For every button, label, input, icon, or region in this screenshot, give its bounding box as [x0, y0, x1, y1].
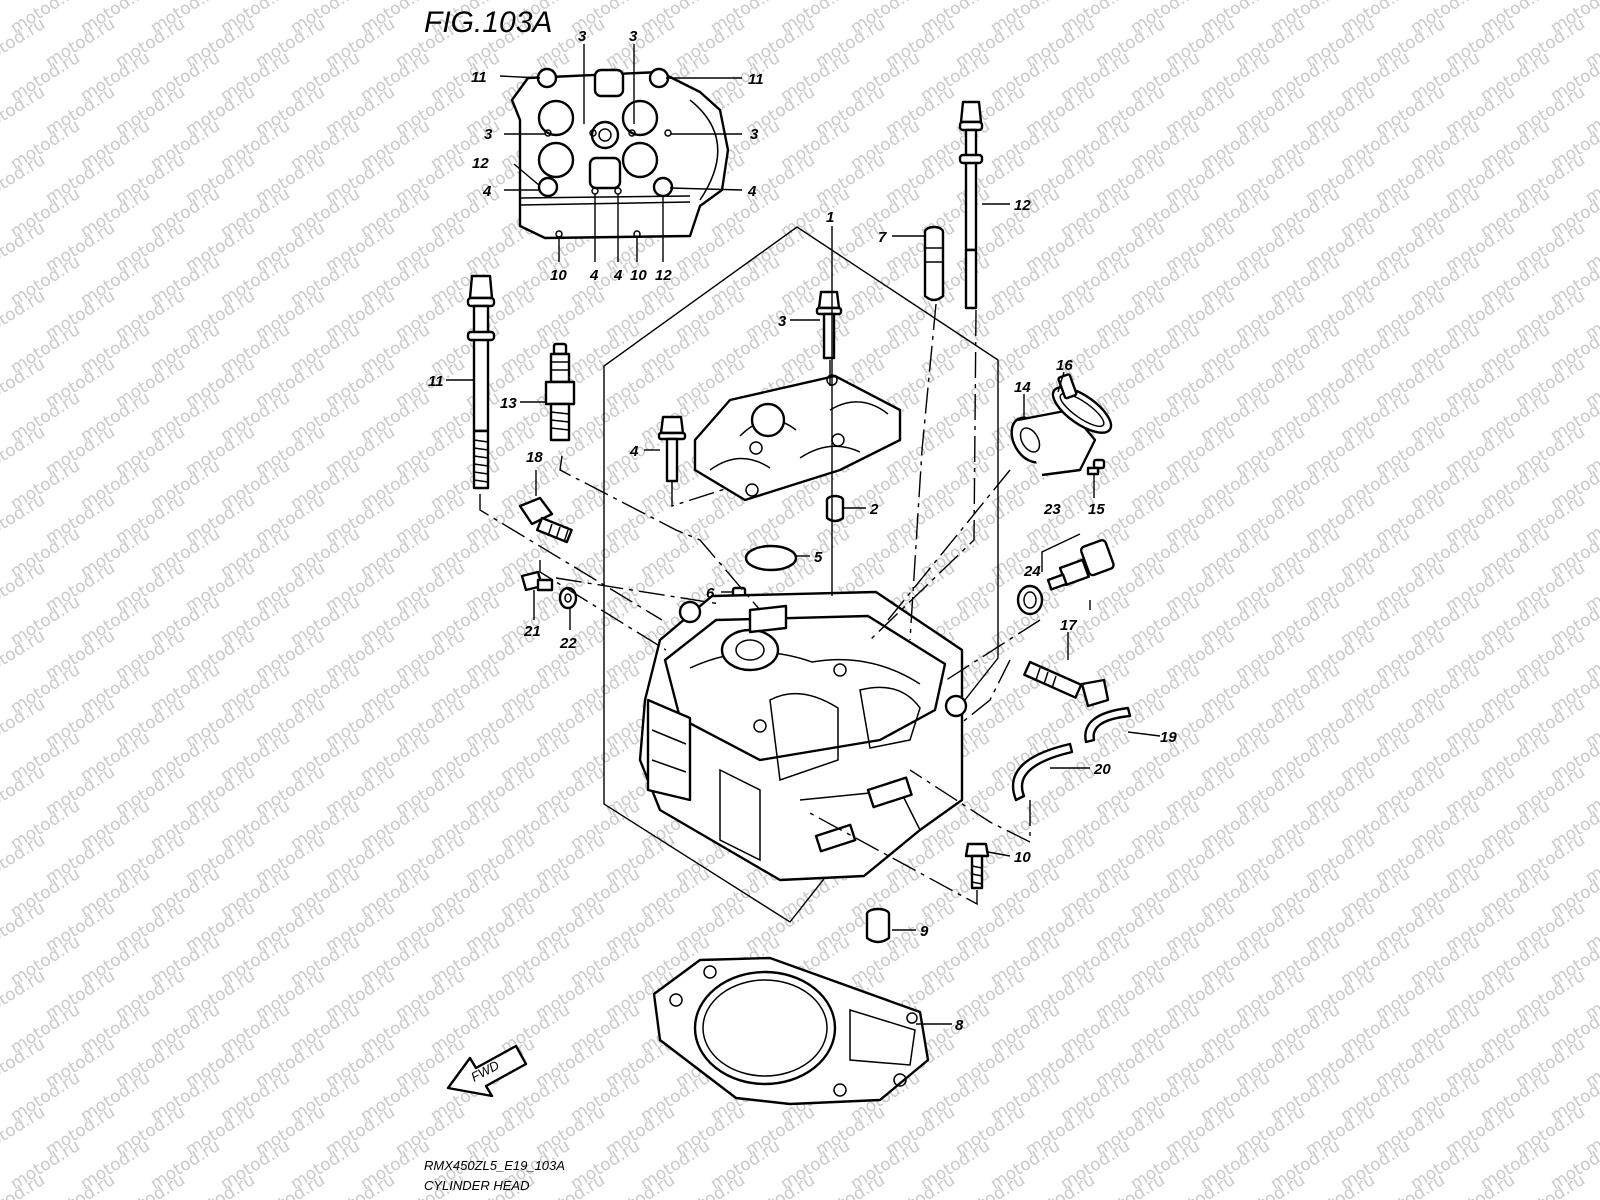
- callout-9: 9: [920, 923, 929, 940]
- o-ring-5: [744, 544, 798, 572]
- inset-callout-4-bottom-a: 4: [589, 267, 599, 284]
- callout-11: 11: [428, 373, 444, 390]
- inset-callout-10-bottom-b: 10: [630, 267, 647, 284]
- washer-22: [558, 586, 578, 610]
- callout-5: 5: [814, 549, 823, 566]
- callout-10: 10: [1014, 849, 1031, 866]
- gasket-24: [1016, 584, 1044, 616]
- callout-14: 14: [1014, 379, 1031, 396]
- inset-top-view: [510, 67, 730, 240]
- inset-callout-3-top-b: 3: [629, 28, 638, 45]
- callout-21: 21: [523, 623, 541, 640]
- figure-caption: CYLINDER HEAD: [424, 1178, 529, 1193]
- camshaft-holder: [693, 374, 902, 502]
- inset-callout-11-left: 11: [471, 69, 487, 86]
- inset-callout-12-left: 12: [472, 155, 489, 172]
- callout-1: 1: [826, 209, 834, 226]
- watermark-text: motod.ru: [1582, 0, 1600, 4]
- callout-3: 3: [778, 313, 787, 330]
- inset-callout-3-left: 3: [484, 126, 493, 143]
- model-code: RMX450ZL5_E19_103A: [424, 1158, 565, 1173]
- callout-4: 4: [629, 443, 639, 460]
- inset-callout-10-bottom-a: 10: [550, 267, 567, 284]
- callout-13: 13: [500, 395, 517, 412]
- callout-18: 18: [526, 449, 543, 466]
- callout-15: 15: [1088, 501, 1105, 518]
- callout-7: 7: [878, 229, 887, 246]
- bolt-21: [520, 570, 554, 592]
- callout-17: 17: [1060, 617, 1077, 634]
- callout-23: 23: [1043, 501, 1061, 518]
- inset-callout-3-top-a: 3: [578, 28, 587, 45]
- dowel-pin-2: [825, 494, 845, 523]
- callout-16: 16: [1056, 357, 1073, 374]
- inset-callout-4-left: 4: [482, 183, 492, 200]
- inset-callout-3-right: 3: [750, 126, 759, 143]
- figure-title: FIG.103A: [424, 6, 552, 39]
- inset-callout-11-right: 11: [748, 71, 764, 88]
- dowel-9: [865, 907, 891, 944]
- inset-callout-4-right: 4: [747, 183, 757, 200]
- inset-callout-12-bottom: 12: [655, 267, 672, 284]
- spark-plug-13: [544, 342, 576, 442]
- callout-20: 20: [1093, 761, 1111, 778]
- callout-8: 8: [955, 1017, 964, 1034]
- callout-2: 2: [869, 501, 879, 518]
- callout-12: 12: [1014, 197, 1031, 214]
- callout-6: 6: [706, 585, 715, 602]
- callout-22: 22: [559, 635, 577, 652]
- callout-24: 24: [1023, 563, 1041, 580]
- tube-7: [923, 225, 945, 302]
- callout-19: 19: [1160, 729, 1177, 746]
- inset-callout-4-bottom-b: 4: [613, 267, 623, 284]
